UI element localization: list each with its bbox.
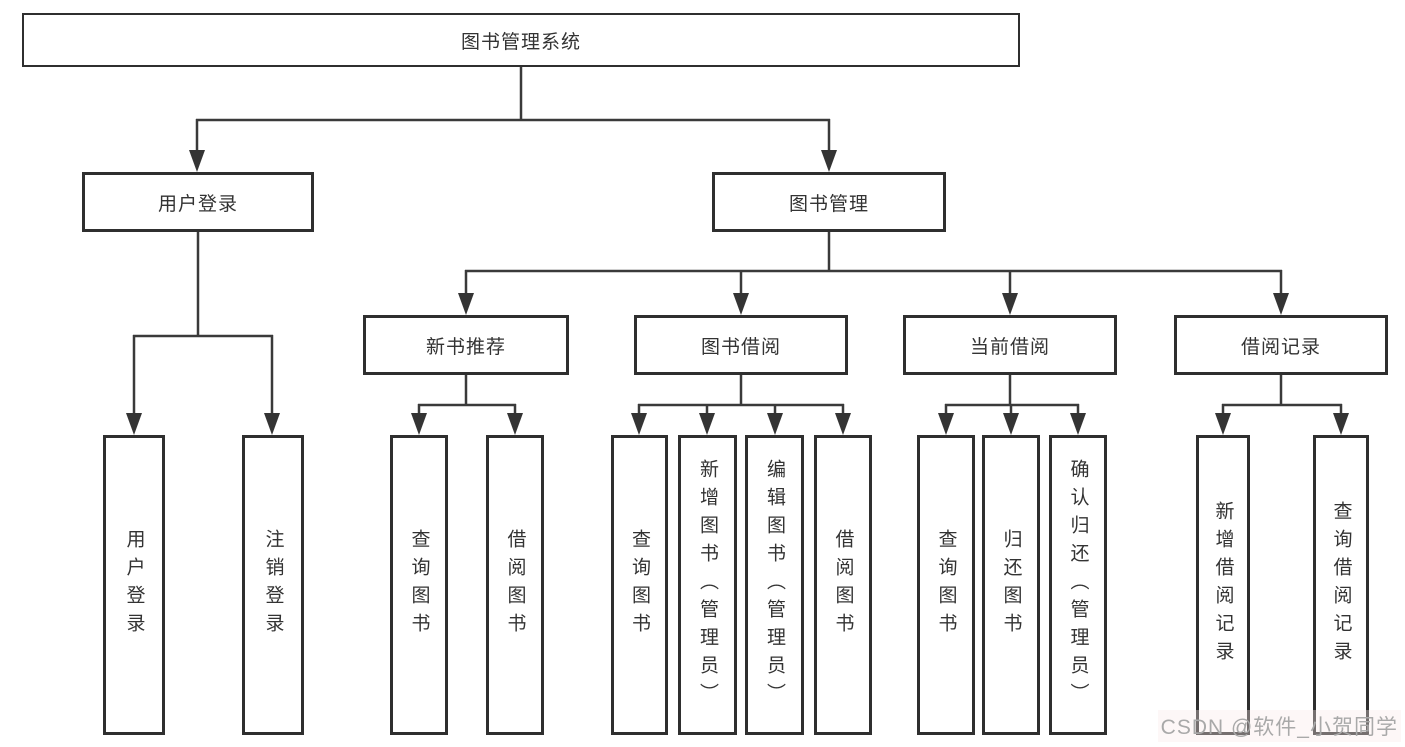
node-label: 查询图书 (629, 529, 650, 641)
node-borrowing-records: 借阅记录 (1174, 315, 1388, 375)
arrowheads (126, 150, 1349, 435)
node-system-root: 图书管理系统 (22, 13, 1020, 67)
leaf-add-borrow-record: 新增借阅记录 (1196, 435, 1250, 735)
node-user-login-branch: 用户登录 (82, 172, 314, 232)
node-label: 注销登录 (262, 529, 284, 641)
node-label: 用户登录 (123, 529, 145, 641)
node-label: 查询借阅记录 (1330, 501, 1352, 669)
node-label: 查询图书 (408, 529, 430, 641)
node-label: 用户登录 (157, 193, 238, 215)
node-label: 借阅记录 (1240, 336, 1321, 358)
leaf-borrow-books-recommend: 借阅图书 (486, 435, 544, 735)
leaf-add-books-admin: 新增图书（管理员） (678, 435, 737, 735)
leaf-query-books-borrowing: 查询图书 (611, 435, 668, 735)
node-new-book-recommendation: 新书推荐 (363, 315, 569, 375)
node-label: 图书管理系统 (460, 31, 581, 53)
node-current-borrowing: 当前借阅 (903, 315, 1117, 375)
node-label: 图书借阅 (700, 336, 781, 358)
leaf-confirm-return-admin: 确认归还（管理员） (1049, 435, 1107, 735)
node-label: 编辑图书（管理员） (764, 459, 785, 711)
node-book-management-branch: 图书管理 (712, 172, 946, 232)
node-label: 查询图书 (935, 529, 957, 641)
node-label: 图书管理 (788, 193, 869, 215)
leaf-return-books: 归还图书 (982, 435, 1040, 735)
node-book-borrowing: 图书借阅 (634, 315, 848, 375)
node-label: 当前借阅 (969, 336, 1050, 358)
node-label: 借阅图书 (504, 529, 526, 641)
leaf-borrow-books: 借阅图书 (814, 435, 872, 735)
leaf-query-books-recommend: 查询图书 (390, 435, 448, 735)
node-label: 新增图书（管理员） (697, 459, 718, 711)
node-label: 新书推荐 (425, 336, 506, 358)
leaf-user-login: 用户登录 (103, 435, 165, 735)
csdn-watermark: CSDN @软件_小贺同学 (1157, 710, 1401, 742)
node-label: 确认归还（管理员） (1067, 459, 1089, 711)
node-label: 新增借阅记录 (1212, 501, 1234, 669)
node-label: 归还图书 (1000, 529, 1022, 641)
leaf-logout: 注销登录 (242, 435, 304, 735)
node-label: 借阅图书 (832, 529, 854, 641)
leaf-query-borrow-record: 查询借阅记录 (1313, 435, 1369, 735)
leaf-edit-books-admin: 编辑图书（管理员） (745, 435, 804, 735)
leaf-query-books-current: 查询图书 (917, 435, 975, 735)
